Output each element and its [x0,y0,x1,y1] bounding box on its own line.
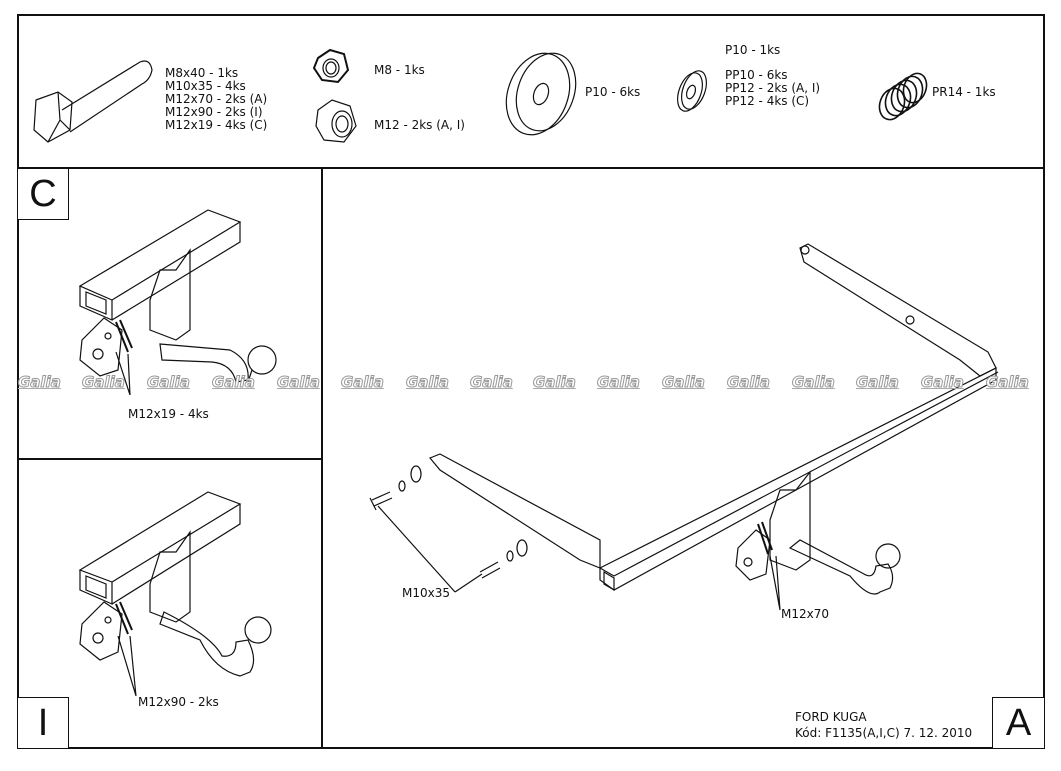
washer-large-label: P10 - 6ks [585,85,641,99]
callout-a-bolt: M12x70 [781,607,829,621]
bolt-item: M10x35 - 4ks [165,79,246,93]
panel-a-letter: A [1005,702,1032,744]
watermark: Galia [792,373,836,392]
towbar-assembly-a [369,243,999,611]
nut-m12-icon [315,99,357,143]
watermark: Galia [533,373,577,392]
callout-i: M12x90 - 2ks [138,695,219,709]
watermark: Galia [597,373,641,392]
callout-c: M12x19 - 4ks [128,407,209,421]
panel-i-letter: I [37,702,49,744]
watermark: Galia [147,373,191,392]
washer-top-label: P10 - 1ks [725,43,781,57]
left-panel-divider [17,458,322,460]
nut-m8-label: M8 - 1ks [374,63,425,77]
washer-small-list: PP10 - 6ks PP12 - 2ks (A, I) PP12 - 4ks … [725,69,820,108]
washer-large-icon [505,52,577,136]
panel-a-letter-box: A [992,697,1045,749]
spring-icon [878,72,928,121]
watermark: Galia [856,373,900,392]
spring-label: PR14 - 1ks [932,85,996,99]
watermark: Galia [727,373,771,392]
drawing-frame [17,14,1045,749]
watermark: Galia [212,373,256,392]
bolt-item: M12x90 - 2ks (I) [165,105,263,119]
watermark: Galia [18,373,62,392]
panel-i-letter-box: I [17,697,69,749]
title-block: FORD KUGA Kód: F1135(A,I,C) 7. 12. 2010 [795,711,972,740]
watermark: Galia [82,373,126,392]
watermark: Galia [341,373,385,392]
nut-m8-icon [312,48,350,84]
panel-c-letter: C [29,173,57,215]
washer-item: PP12 - 4ks (C) [725,94,810,108]
watermark: Galia [470,373,514,392]
watermark: Galia [921,373,965,392]
bolt-item: M8x40 - 1ks [165,66,239,80]
washer-item: PP10 - 6ks [725,68,788,82]
vehicle-name: FORD KUGA [795,710,867,724]
washer-small-icon [677,70,707,112]
towbar-detail-i [78,491,272,697]
drawing-code: Kód: F1135(A,I,C) 7. 12. 2010 [795,726,973,740]
watermark: Galia [662,373,706,392]
bolt-list: M8x40 - 1ks M10x35 - 4ks M12x70 - 2ks (A… [165,67,267,132]
watermark: Galia [986,373,1030,392]
watermark: Galia [406,373,450,392]
nut-m12-label: M12 - 2ks (A, I) [374,118,465,132]
bolt-icon [33,60,153,143]
bolt-item: M12x19 - 4ks (C) [165,118,268,132]
washer-item: PP12 - 2ks (A, I) [725,81,821,95]
panel-c-letter-box: C [17,168,69,220]
towbar-detail-c [78,209,277,396]
callout-a-side: M10x35 [402,586,450,600]
watermark: Galia [277,373,321,392]
bolt-item: M12x70 - 2ks (A) [165,92,268,106]
